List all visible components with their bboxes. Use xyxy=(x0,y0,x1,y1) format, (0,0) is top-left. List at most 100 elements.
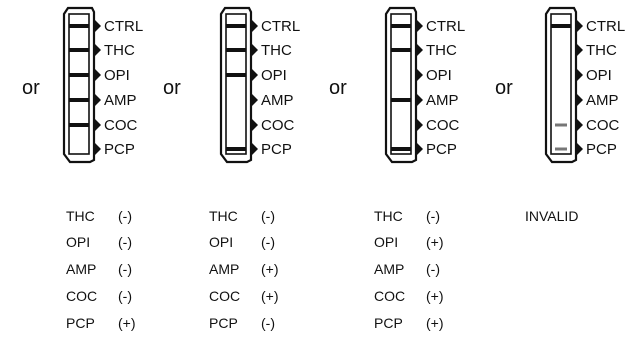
test-strip-outline xyxy=(384,6,418,164)
label-arrow xyxy=(251,118,258,132)
or-separator: or xyxy=(495,77,513,99)
label-arrow xyxy=(251,93,258,107)
label-arrow xyxy=(94,68,101,82)
label-arrow xyxy=(416,118,423,132)
strip-label-ctrl: CTRL xyxy=(104,18,143,35)
control-line xyxy=(226,24,246,28)
label-arrow xyxy=(416,142,423,156)
result-mark: (+) xyxy=(426,288,444,304)
label-arrow xyxy=(576,68,583,82)
label-arrow xyxy=(251,43,258,57)
or-separator: or xyxy=(329,77,347,99)
test-strip-outline xyxy=(544,6,578,164)
strip-label-coc: COC xyxy=(261,117,295,134)
result-mark: (+) xyxy=(261,261,279,277)
result-drug-amp: AMP xyxy=(374,261,404,277)
strip-label-pcp: PCP xyxy=(104,141,135,158)
label-arrow xyxy=(251,142,258,156)
strip-label-opi: OPI xyxy=(104,67,130,84)
faint-line-coc xyxy=(555,123,567,127)
label-arrow xyxy=(576,118,583,132)
result-drug-opi: OPI xyxy=(66,234,90,250)
result-drug-opi: OPI xyxy=(209,234,233,250)
result-mark: (+) xyxy=(118,315,136,331)
strip-label-thc: THC xyxy=(261,42,292,59)
result-drug-amp: AMP xyxy=(66,261,96,277)
strip-label-ctrl: CTRL xyxy=(261,18,300,35)
result-drug-coc: COC xyxy=(209,288,240,304)
test-line-opi xyxy=(69,73,89,77)
strip-label-opi: OPI xyxy=(426,67,452,84)
label-arrow xyxy=(416,19,423,33)
test-line-thc xyxy=(226,48,246,52)
result-drug-thc: THC xyxy=(66,208,95,224)
strip-label-ctrl: CTRL xyxy=(586,18,625,35)
label-arrow xyxy=(94,142,101,156)
label-arrow xyxy=(94,118,101,132)
label-arrow xyxy=(251,19,258,33)
label-arrow xyxy=(576,93,583,107)
result-drug-thc: THC xyxy=(374,208,403,224)
control-line xyxy=(69,24,89,28)
test-strip-outline xyxy=(219,6,253,164)
strip-label-pcp: PCP xyxy=(586,141,617,158)
strip-label-opi: OPI xyxy=(261,67,287,84)
strip-label-pcp: PCP xyxy=(261,141,292,158)
result-mark: (-) xyxy=(118,234,132,250)
label-arrow xyxy=(416,68,423,82)
test-line-amp xyxy=(391,98,411,102)
result-mark: (+) xyxy=(426,234,444,250)
result-drug-pcp: PCP xyxy=(374,315,403,331)
result-drug-coc: COC xyxy=(374,288,405,304)
result-mark: (+) xyxy=(426,315,444,331)
label-arrow xyxy=(251,68,258,82)
strip-label-thc: THC xyxy=(586,42,617,59)
test-strip-window xyxy=(225,13,247,155)
result-mark: (-) xyxy=(118,288,132,304)
control-line xyxy=(391,24,411,28)
test-line-thc xyxy=(69,48,89,52)
strip-label-pcp: PCP xyxy=(426,141,457,158)
strip-label-coc: COC xyxy=(426,117,460,134)
result-mark: (-) xyxy=(118,208,132,224)
result-mark: (-) xyxy=(118,261,132,277)
invalid-label: INVALID xyxy=(525,208,578,224)
result-mark: (-) xyxy=(261,315,275,331)
strip-label-thc: THC xyxy=(426,42,457,59)
strip-label-amp: AMP xyxy=(261,92,294,109)
label-arrow xyxy=(94,19,101,33)
label-arrow xyxy=(416,43,423,57)
result-mark: (+) xyxy=(261,288,279,304)
result-mark: (-) xyxy=(261,208,275,224)
result-drug-amp: AMP xyxy=(209,261,239,277)
strip-label-opi: OPI xyxy=(586,67,612,84)
test-line-pcp xyxy=(226,147,246,151)
test-strip-window xyxy=(68,13,90,155)
test-line-amp xyxy=(69,98,89,102)
label-arrow xyxy=(416,93,423,107)
or-separator: or xyxy=(22,77,40,99)
label-arrow xyxy=(576,142,583,156)
strip-label-amp: AMP xyxy=(104,92,137,109)
test-strip-outline xyxy=(62,6,96,164)
test-strip-window xyxy=(550,13,572,155)
control-line xyxy=(551,24,571,28)
faint-line-pcp xyxy=(555,147,567,151)
strip-label-coc: COC xyxy=(586,117,620,134)
result-drug-opi: OPI xyxy=(374,234,398,250)
label-arrow xyxy=(94,43,101,57)
test-line-thc xyxy=(391,48,411,52)
or-separator: or xyxy=(163,77,181,99)
test-line-opi xyxy=(226,73,246,77)
result-drug-pcp: PCP xyxy=(209,315,238,331)
result-mark: (-) xyxy=(261,234,275,250)
label-arrow xyxy=(576,43,583,57)
label-arrow xyxy=(576,19,583,33)
test-line-coc xyxy=(69,123,89,127)
result-mark: (-) xyxy=(426,208,440,224)
strip-label-thc: THC xyxy=(104,42,135,59)
result-mark: (-) xyxy=(426,261,440,277)
result-drug-thc: THC xyxy=(209,208,238,224)
result-drug-coc: COC xyxy=(66,288,97,304)
